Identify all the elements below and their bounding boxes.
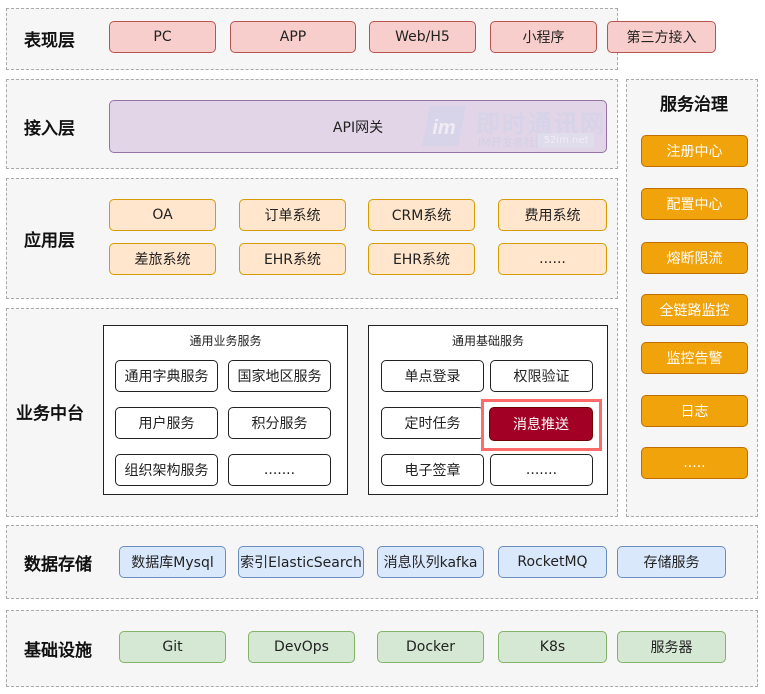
storage-mysql: 数据库Mysql <box>119 546 226 578</box>
infra-devops: DevOps <box>248 631 355 663</box>
infra-services-title: 通用基础服务 <box>451 334 524 348</box>
service-scheduled-task: 定时任务 <box>381 407 484 439</box>
storage-layer-label: 数据存储 <box>24 554 92 575</box>
infra-git: Git <box>119 631 226 663</box>
service-points: 积分服务 <box>228 407 331 439</box>
gov-logging: 日志 <box>641 395 748 427</box>
service-user: 用户服务 <box>115 407 218 439</box>
storage-kafka: 消息队列kafka <box>377 546 484 578</box>
gov-alerting: 监控告警 <box>641 342 748 374</box>
governance-title: 服务治理 <box>660 94 728 115</box>
app-ehr-system: EHR系统 <box>239 243 346 275</box>
gov-circuit-breaker: 熔断限流 <box>641 242 748 274</box>
service-sso: 单点登录 <box>381 360 484 392</box>
service-dictionary: 通用字典服务 <box>115 360 218 392</box>
service-infra-more: ....... <box>490 454 593 486</box>
service-business-more: ....... <box>228 454 331 486</box>
app-travel-system: 差旅系统 <box>109 243 216 275</box>
app-expense-system: 费用系统 <box>498 199 607 231</box>
gov-registry: 注册中心 <box>641 135 748 167</box>
application-layer-label: 应用层 <box>24 230 75 251</box>
message-push-highlight <box>481 399 602 451</box>
service-country-region: 国家地区服务 <box>228 360 331 392</box>
api-gateway: API网关 <box>109 100 607 153</box>
app-ehr-system-2: EHR系统 <box>368 243 475 275</box>
infra-k8s: K8s <box>498 631 607 663</box>
infra-docker: Docker <box>377 631 484 663</box>
storage-service: 存储服务 <box>617 546 726 578</box>
client-web-h5: Web/H5 <box>369 21 476 53</box>
middle-platform-label: 业务中台 <box>16 403 84 424</box>
presentation-layer-label: 表现层 <box>24 30 75 51</box>
application-layer-panel <box>6 178 618 299</box>
gov-config-center: 配置中心 <box>641 188 748 220</box>
client-mini-program: 小程序 <box>490 21 597 53</box>
access-layer-label: 接入层 <box>24 118 75 139</box>
client-pc: PC <box>109 21 216 53</box>
infra-servers: 服务器 <box>617 631 726 663</box>
client-app: APP <box>230 21 356 53</box>
storage-elasticsearch: 索引ElasticSearch <box>238 546 364 578</box>
storage-rocketmq: RocketMQ <box>498 546 607 578</box>
app-oa: OA <box>109 199 216 231</box>
business-services-title: 通用业务服务 <box>189 334 262 348</box>
service-org-structure: 组织架构服务 <box>115 454 218 486</box>
service-permission: 权限验证 <box>490 360 593 392</box>
app-order-system: 订单系统 <box>239 199 346 231</box>
client-third-party: 第三方接入 <box>607 21 716 53</box>
infrastructure-layer-label: 基础设施 <box>24 640 92 661</box>
gov-more: ..... <box>641 447 748 479</box>
app-more: ...... <box>498 243 607 275</box>
service-e-signature: 电子签章 <box>381 454 484 486</box>
app-crm-system: CRM系统 <box>368 199 475 231</box>
gov-tracing: 全链路监控 <box>641 294 748 326</box>
service-message-push: 消息推送 <box>489 407 593 441</box>
